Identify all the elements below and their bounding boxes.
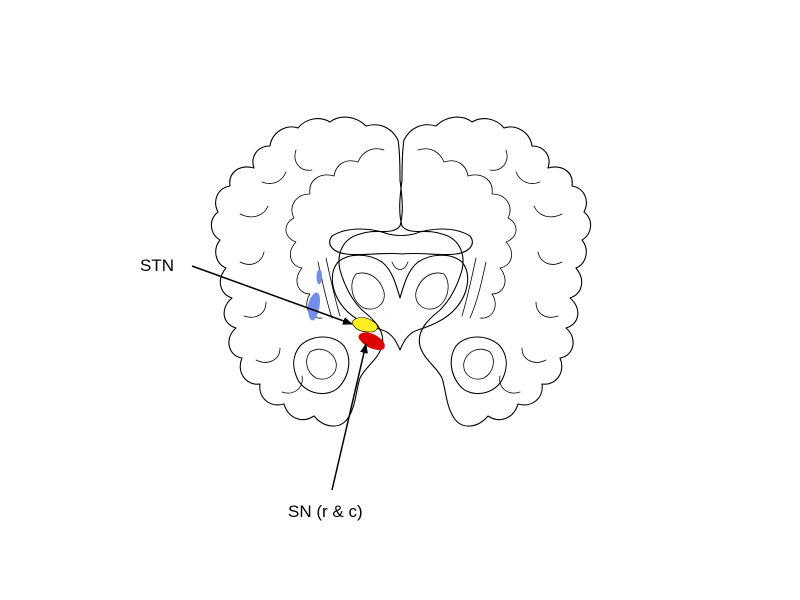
right-temporal-structure (450, 336, 507, 395)
left-temporal-structure (293, 336, 350, 395)
stn-region (351, 317, 378, 333)
sn-label: SN (r & c) (288, 502, 363, 521)
sn-pointer-arrow (331, 343, 368, 491)
internal-capsule-lines (317, 257, 487, 319)
stn-label: STN (140, 256, 174, 275)
blue-highlighted-region (308, 269, 322, 321)
sn-region (358, 332, 385, 350)
right-temporal-inner (463, 348, 494, 380)
corpus-callosum (329, 228, 473, 256)
thalamus-inner (351, 261, 449, 310)
right-hemisphere-outline (399, 116, 592, 427)
left-temporal-inner (306, 348, 337, 380)
left-hemisphere-outline (210, 116, 403, 427)
stn-pointer-arrow (191, 265, 353, 325)
right-white-matter-boundary (417, 148, 563, 394)
left-white-matter-boundary (239, 148, 385, 394)
